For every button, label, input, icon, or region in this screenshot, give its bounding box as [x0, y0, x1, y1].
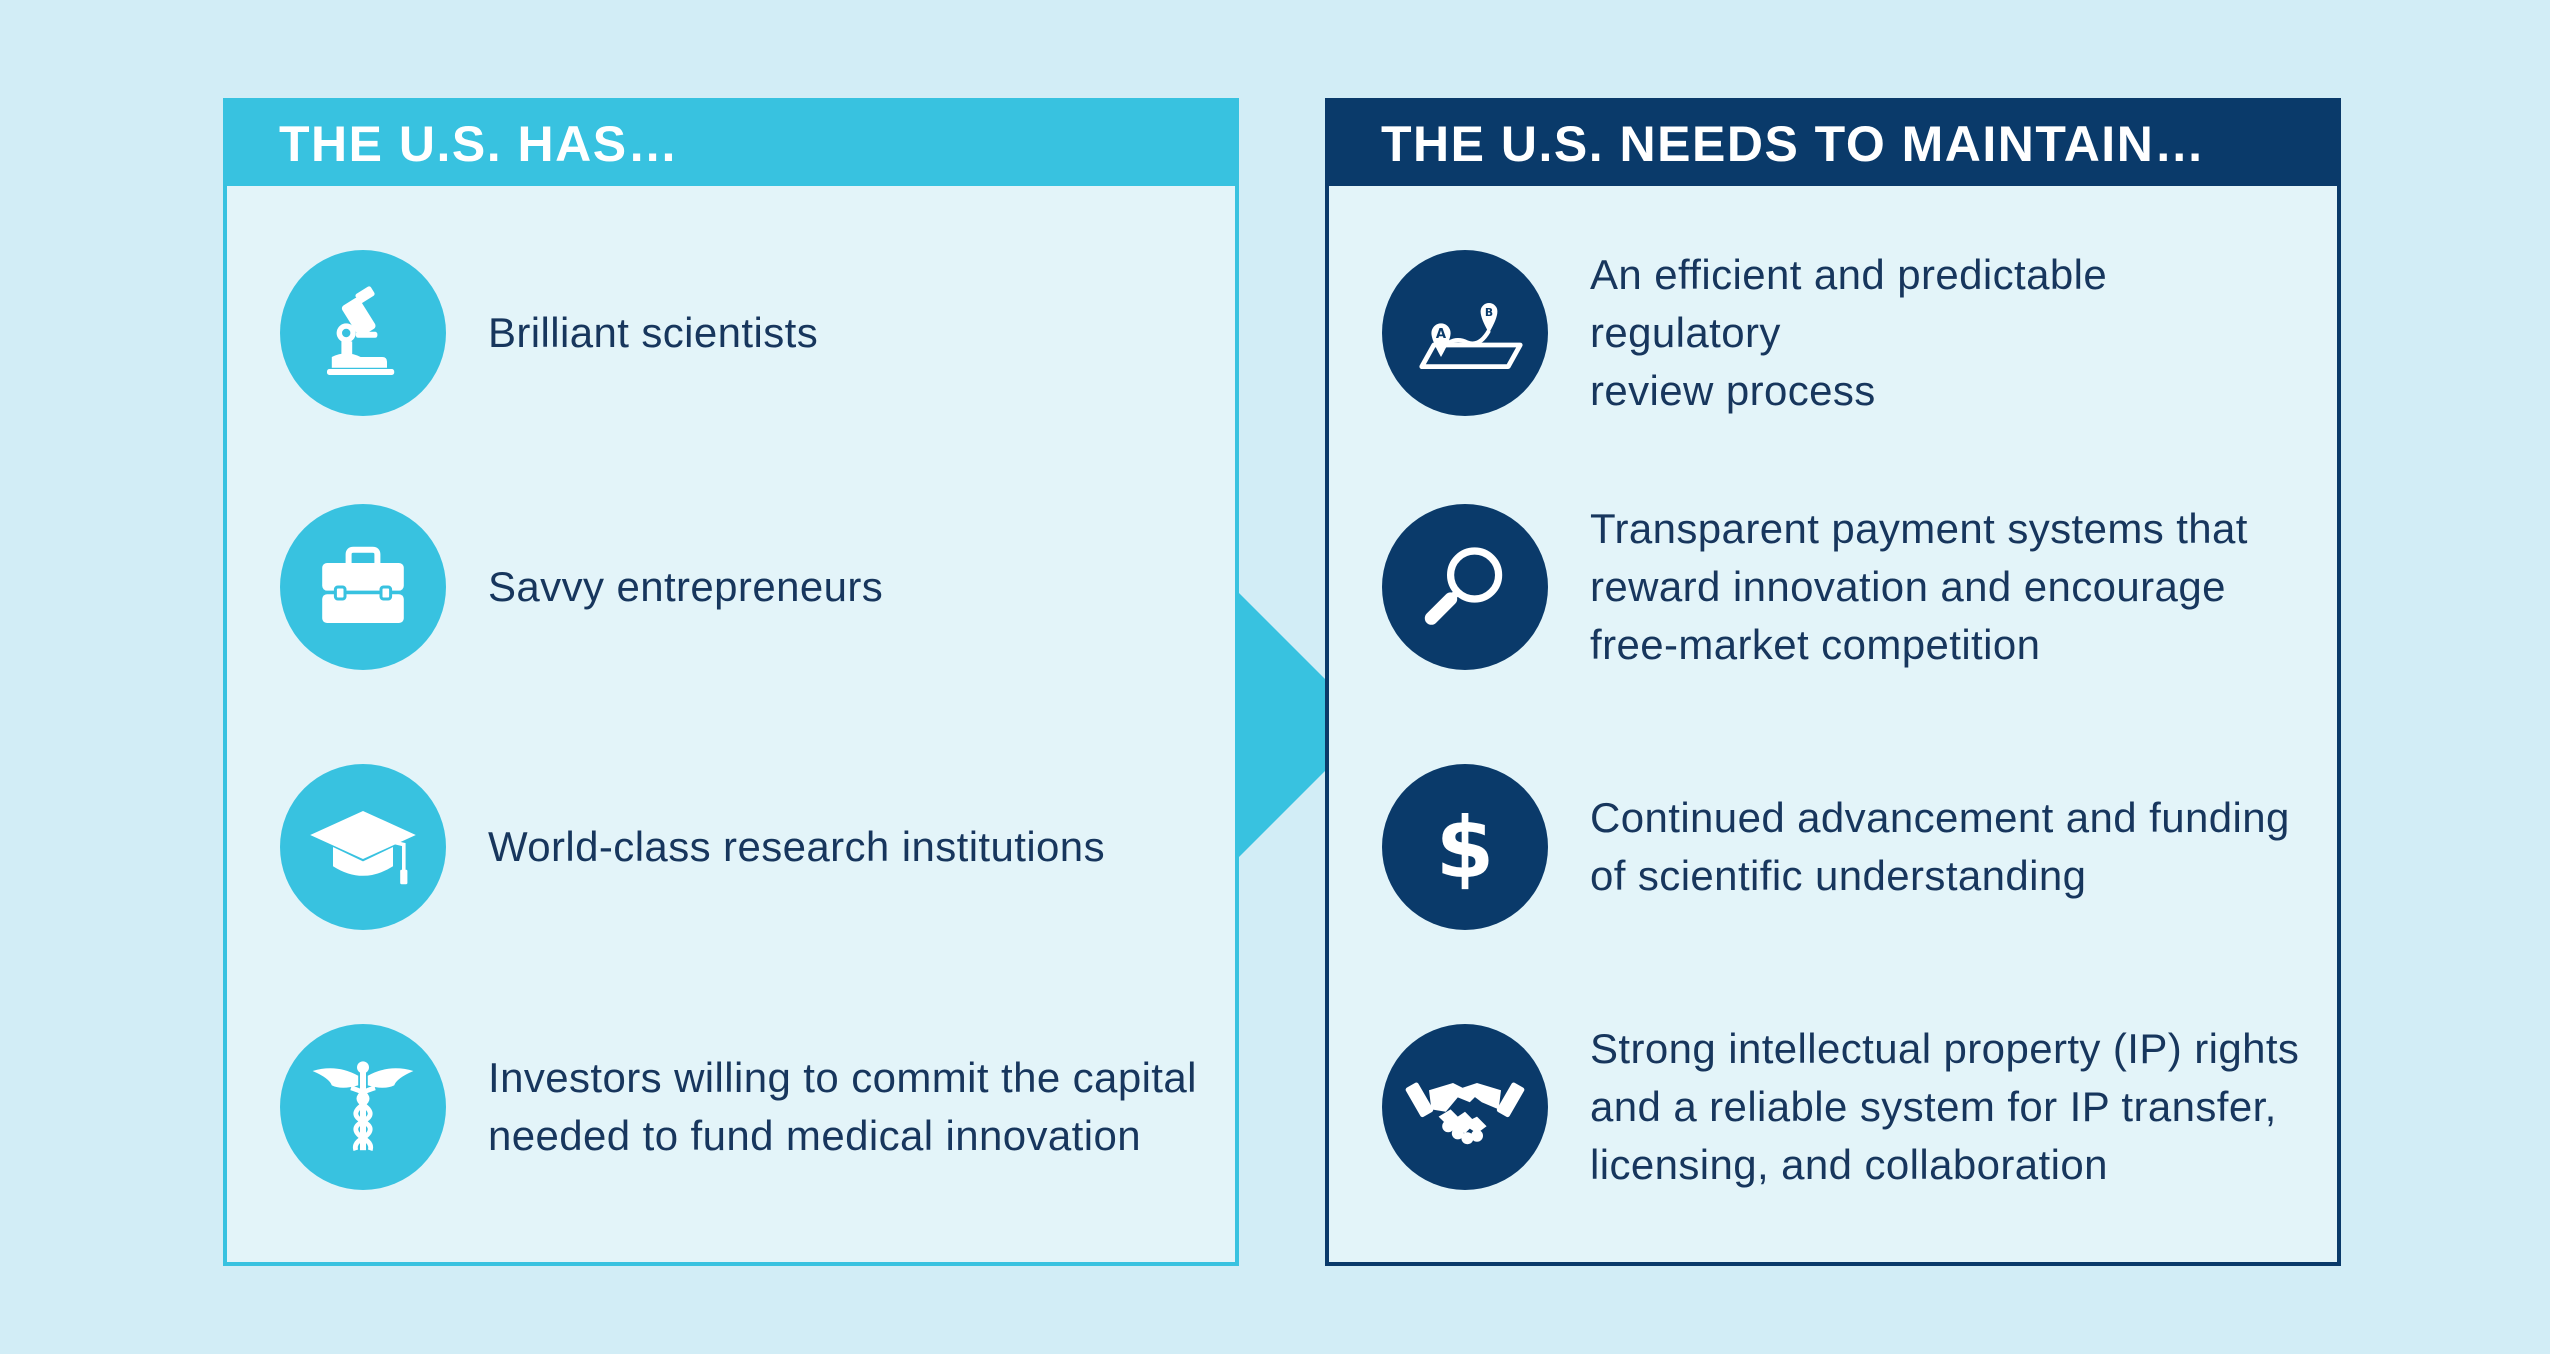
us-has-title: THE U.S. HAS…	[227, 102, 1235, 186]
item-text: Savvy entrepreneurs	[488, 563, 884, 610]
item-text: Transparent payment systems that reward …	[1590, 505, 2248, 668]
us-needs-panel: THE U.S. NEEDS TO MAINTAIN… A B An effic…	[1325, 98, 2341, 1266]
dollar-sign-icon: $	[1382, 764, 1548, 930]
item-text: Brilliant scientists	[488, 309, 819, 356]
magnifying-glass-icon	[1382, 504, 1548, 670]
caduceus-icon	[280, 1024, 446, 1190]
list-item-entrepreneurs: Savvy entrepreneurs	[280, 504, 1205, 670]
item-text: Continued advancement and funding of sci…	[1590, 794, 2290, 899]
arrow-connector-icon	[1236, 590, 1371, 860]
map-marker-b-label: B	[1485, 306, 1493, 319]
us-has-panel: THE U.S. HAS… Brilliant scientists	[223, 98, 1239, 1266]
graduation-cap-icon	[280, 764, 446, 930]
briefcase-icon	[280, 504, 446, 670]
handshake-icon	[1382, 1024, 1548, 1190]
item-text: Investors willing to commit the capital …	[488, 1054, 1197, 1159]
list-item-investors: Investors willing to commit the capital …	[280, 1024, 1205, 1190]
us-needs-title: THE U.S. NEEDS TO MAINTAIN…	[1329, 102, 2337, 186]
list-item-payment: Transparent payment systems that reward …	[1382, 504, 2307, 670]
map-marker-a-label: A	[1436, 327, 1447, 342]
list-item-regulatory: A B An efficient and predictable regulat…	[1382, 250, 2307, 416]
item-text: An efficient and predictable regulatory …	[1590, 251, 2108, 414]
item-text: Strong intellectual property (IP) rights…	[1590, 1025, 2300, 1188]
list-item-institutions: World-class research institutions	[280, 764, 1205, 930]
list-item-scientists: Brilliant scientists	[280, 250, 1205, 416]
route-map-icon: A B	[1382, 250, 1548, 416]
microscope-icon	[280, 250, 446, 416]
list-item-ip-rights: Strong intellectual property (IP) rights…	[1382, 1024, 2307, 1190]
dollar-symbol: $	[1436, 799, 1494, 897]
item-text: World-class research institutions	[488, 823, 1105, 870]
list-item-funding: $ Continued advancement and funding of s…	[1382, 764, 2307, 930]
